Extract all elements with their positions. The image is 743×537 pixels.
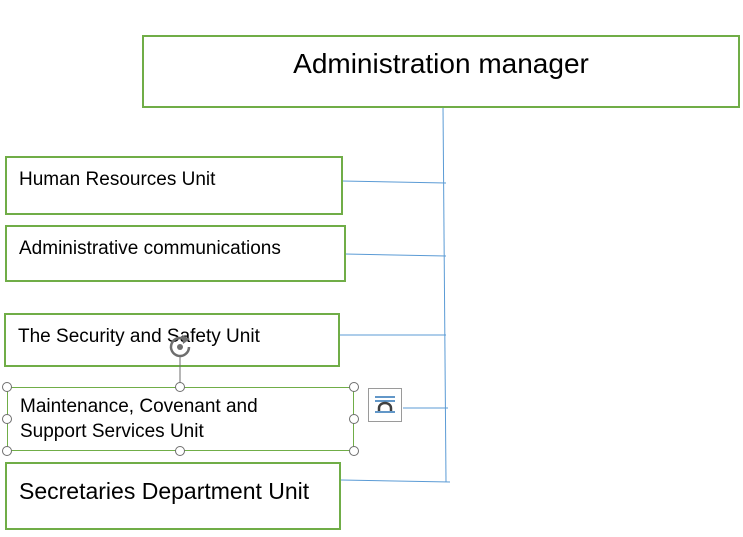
rotate-icon [169,335,191,358]
connector-secretaries [340,479,451,483]
resize-handle-bottom-left[interactable] [2,446,12,456]
security-safety-unit-box[interactable]: The Security and Safety Unit [4,313,340,367]
resize-handle-top-right[interactable] [349,382,359,392]
secretaries-department-unit-label: Secretaries Department Unit [19,478,310,504]
human-resources-unit-label: Human Resources Unit [19,169,216,190]
resize-handle-bottom-center[interactable] [175,446,185,456]
human-resources-unit-box[interactable]: Human Resources Unit [5,156,343,215]
administrative-communications-box[interactable]: Administrative communications [5,225,346,282]
resize-handle-middle-left[interactable] [2,414,12,424]
trunk-connector [442,105,447,483]
rotate-handle[interactable] [166,333,196,363]
administrative-communications-label: Administrative communications [19,238,281,259]
maintenance-support-unit-box[interactable]: Maintenance, Covenant and Support Servic… [7,387,354,451]
resize-handle-bottom-right[interactable] [349,446,359,456]
administration-manager-box[interactable]: Administration manager [142,35,740,108]
layout-options-icon [375,396,395,413]
secretaries-department-unit-box[interactable]: Secretaries Department Unit [5,462,341,530]
layout-options-button[interactable] [368,388,402,422]
connector-administrative-communications [344,253,447,257]
administration-manager-label: Administration manager [293,48,589,79]
connector-human-resources [341,180,447,184]
resize-handle-top-left[interactable] [2,382,12,392]
resize-handle-middle-right[interactable] [349,414,359,424]
maintenance-support-unit-label: Maintenance, Covenant and Support Servic… [20,396,258,442]
resize-handle-top-center[interactable] [175,382,185,392]
security-safety-unit-label: The Security and Safety Unit [18,326,260,347]
